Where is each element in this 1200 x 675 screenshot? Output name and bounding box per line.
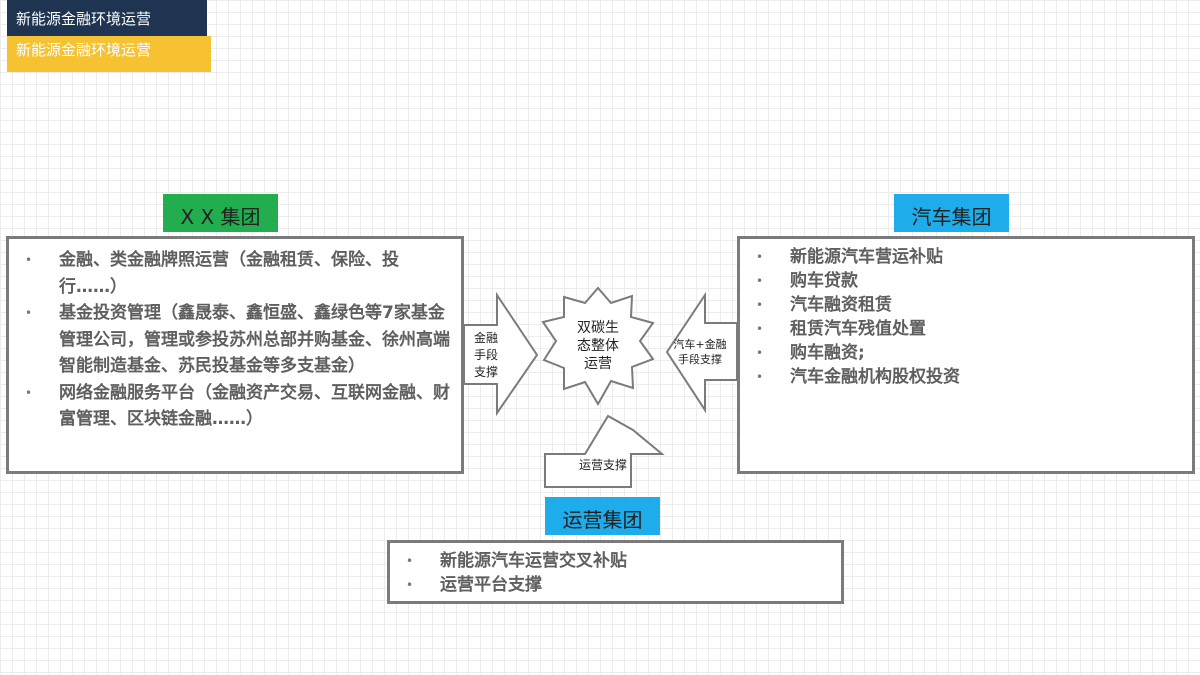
bullet-icon: •	[756, 370, 764, 384]
bottom-arrow-label: 运营支撑	[578, 458, 627, 472]
ops-group-box: •新能源汽车运营交叉补贴 •运营平台支撑	[387, 540, 844, 604]
xx-group-box: •金融、类金融牌照运营（金融租赁、保险、投行……） •基金投资管理（鑫晟泰、鑫恒…	[6, 236, 464, 474]
list-item: •购车贷款	[756, 271, 858, 291]
arrow-left-shape	[665, 291, 738, 414]
auto-group-list: •新能源汽车营运补贴 •购车贷款 •汽车融资租赁 •租赁汽车残值处置 •购车融资…	[750, 245, 1184, 389]
center-label: 双碳生 态整体 运营	[577, 320, 619, 372]
bullet-icon: •	[756, 274, 764, 288]
bullet-icon: •	[25, 253, 33, 267]
page-subtitle: 新能源金融环境运营	[16, 41, 152, 59]
bullet-icon: •	[756, 346, 764, 360]
list-item: •租赁汽车残值处置	[756, 319, 926, 339]
page-title: 新能源金融环境运营	[16, 10, 152, 28]
bullet-icon: •	[406, 554, 414, 568]
xx-group-list: •金融、类金融牌照运营（金融租赁、保险、投行……） •基金投资管理（鑫晟泰、鑫恒…	[19, 247, 453, 433]
list-item: •运营平台支撑	[406, 575, 542, 595]
list-item: •网络金融服务平台（金融资产交易、互联网金融、财富管理、区块链金融……）	[19, 380, 453, 433]
title-banner-gold: 新能源金融环境运营	[7, 36, 211, 72]
bullet-icon: •	[756, 298, 764, 312]
auto-group-box: •新能源汽车营运补贴 •购车贷款 •汽车融资租赁 •租赁汽车残值处置 •购车融资…	[737, 236, 1195, 474]
arrow-up-shape	[544, 414, 665, 488]
list-item: •基金投资管理（鑫晟泰、鑫恒盛、鑫绿色等7家基金管理公司，管理或参投苏州总部并购…	[19, 300, 453, 380]
starburst-shape	[541, 286, 655, 406]
arrow-right-shape	[463, 291, 539, 417]
title-banner-dark: 新能源金融环境运营	[7, 0, 207, 36]
right-arrow-label: 汽车+金融 手段支撑	[673, 338, 727, 366]
auto-group-label: 汽车集团	[894, 194, 1009, 232]
left-arrow-label: 金融 手段 支撑	[473, 331, 498, 379]
bullet-icon: •	[756, 250, 764, 264]
list-item: •新能源汽车营运补贴	[756, 247, 943, 267]
list-item: •金融、类金融牌照运营（金融租赁、保险、投行……）	[19, 247, 453, 300]
list-item: •购车融资;	[756, 343, 865, 363]
list-item: •新能源汽车运营交叉补贴	[406, 551, 627, 571]
xx-group-label: X X 集团	[163, 194, 278, 232]
bullet-icon: •	[756, 322, 764, 336]
ops-group-list: •新能源汽车运营交叉补贴 •运营平台支撑	[400, 549, 833, 597]
bullet-icon: •	[25, 306, 33, 320]
list-item: •汽车金融机构股权投资	[756, 367, 960, 387]
ops-group-label: 运营集团	[545, 497, 660, 535]
bullet-icon: •	[406, 578, 414, 592]
list-item: •汽车融资租赁	[756, 295, 892, 315]
bullet-icon: •	[25, 385, 33, 400]
